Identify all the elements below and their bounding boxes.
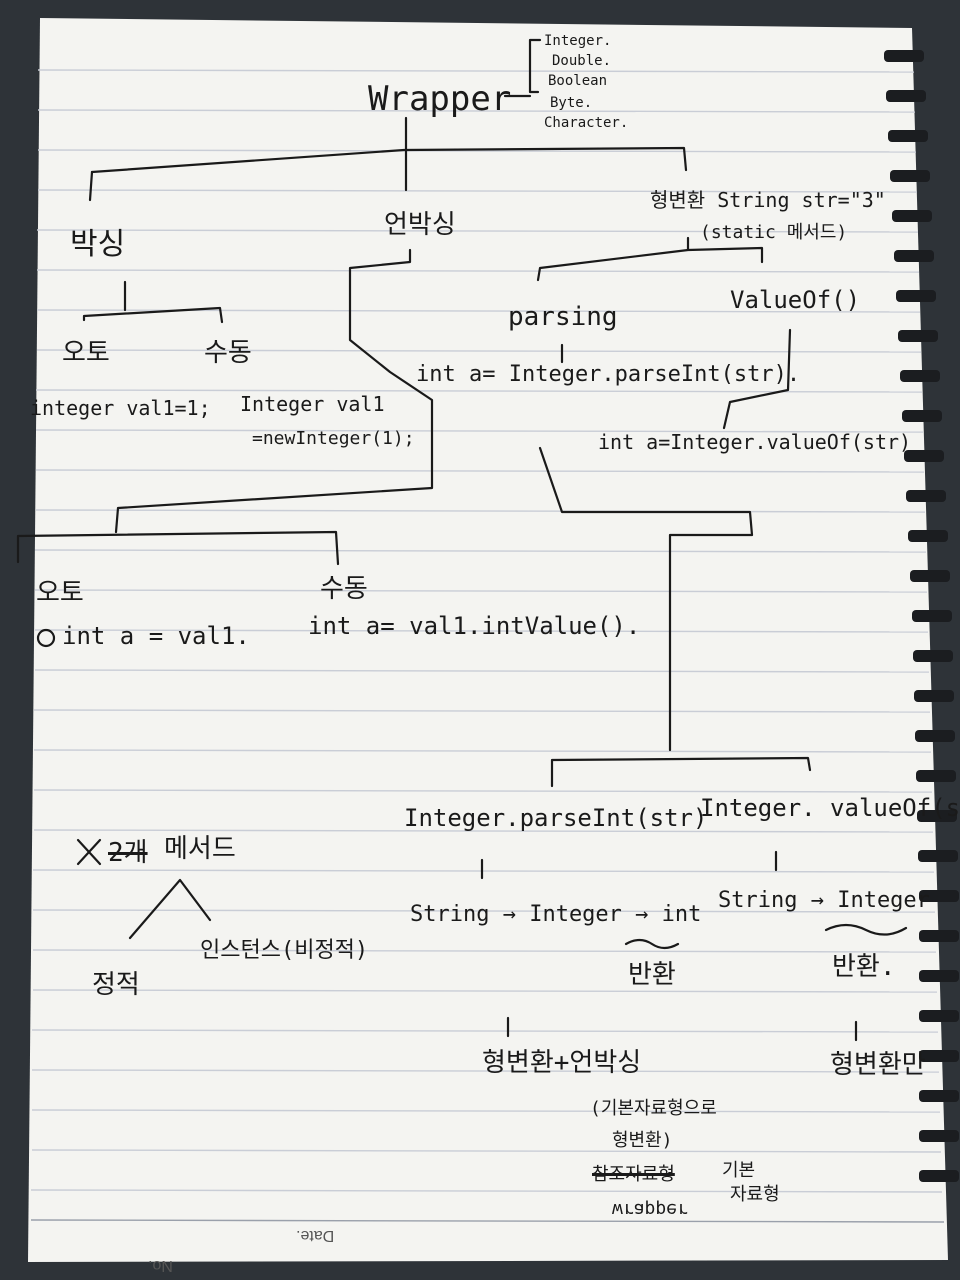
right-return-label: 반환. — [832, 952, 896, 982]
wrapper-type-integer: Integer. — [544, 33, 612, 49]
conversion-split — [536, 236, 764, 282]
methods-static: 정적 — [92, 970, 140, 1000]
left-note-4-right: 자료형 — [730, 1184, 780, 1205]
parsing-label: parsing — [508, 302, 618, 332]
left-method: Integer.parseInt(str) — [404, 804, 708, 832]
wrapper-type-boolean: Boolean — [548, 73, 608, 89]
unboxing-label: 언박싱 — [384, 210, 456, 240]
boxing-auto-code: integer val1=1; — [30, 396, 211, 420]
conversion-label: 형변환 String str="3" — [650, 188, 886, 212]
methods-x-mark — [76, 838, 102, 866]
top-branch — [90, 146, 688, 174]
valueof-stem — [722, 328, 792, 430]
boxing-label: 박싱 — [70, 227, 126, 262]
boxing-manual-code-1: Integer val1 — [240, 392, 385, 416]
boxing-stem — [88, 170, 94, 202]
wrapper-type-character: Character. — [544, 115, 629, 131]
date-label: Date. — [296, 1227, 335, 1244]
unboxing-auto-label: 오토 — [36, 578, 84, 608]
left-result: 형변환+언박싱 — [482, 1048, 642, 1078]
left-note-1: (기본자료형으로 — [590, 1098, 717, 1119]
left-note-4-left: wrapper — [612, 1199, 688, 1220]
left-return-label: 반환 — [628, 960, 676, 990]
merge-path — [538, 446, 754, 752]
no-label: No. — [148, 1257, 173, 1274]
methods-struck: 2개 — [108, 838, 148, 868]
left-note-3-struck: 참조자료형 — [592, 1164, 675, 1185]
boxing-split — [82, 280, 224, 324]
int-underline — [624, 938, 680, 950]
valueof-code: int a=Integer.valueOf(str) — [598, 430, 912, 454]
right-flow: String → Integer — [718, 888, 930, 913]
methods-title: 메서드 — [164, 834, 236, 864]
wrapper-type-double: Double. — [552, 53, 612, 69]
unboxing-auto-code: int a = val1. — [62, 622, 250, 650]
boxing-manual-code-2: =newInteger(1); — [252, 428, 415, 449]
wrapper-types-bracket — [503, 38, 542, 98]
conversion-note: (static 메서드) — [700, 222, 848, 243]
integer-underline — [824, 923, 908, 936]
unboxing-manual-code: int a= val1.intValue(). — [308, 612, 641, 640]
unbox-mark — [36, 628, 56, 648]
ruled-lines — [30, 69, 945, 1223]
methods-instance: 인스턴스(비정적) — [200, 938, 369, 963]
right-result: 형변환만 — [830, 1050, 926, 1080]
left-flow: String → Integer → int — [410, 902, 702, 927]
unboxing-manual-label: 수동 — [320, 574, 368, 604]
right-method: Integer. valueOf(str) — [700, 794, 960, 822]
unboxing-path — [114, 248, 434, 534]
parsing-code: int a= Integer.parseInt(str). — [416, 362, 801, 387]
valueof-label: ValueOf() — [730, 286, 861, 314]
boxing-auto-label: 오토 — [62, 338, 110, 368]
bottom-split — [550, 756, 812, 788]
left-note-2: 형변환) — [612, 1130, 673, 1151]
unboxing-split — [16, 530, 340, 566]
wrapper-title: Wrapper — [368, 79, 512, 119]
spiral-binding — [884, 50, 959, 1182]
wrapper-type-byte: Byte. — [550, 95, 593, 111]
methods-split — [128, 878, 212, 940]
left-note-3: 기본 — [722, 1160, 756, 1181]
boxing-manual-label: 수동 — [204, 338, 252, 368]
